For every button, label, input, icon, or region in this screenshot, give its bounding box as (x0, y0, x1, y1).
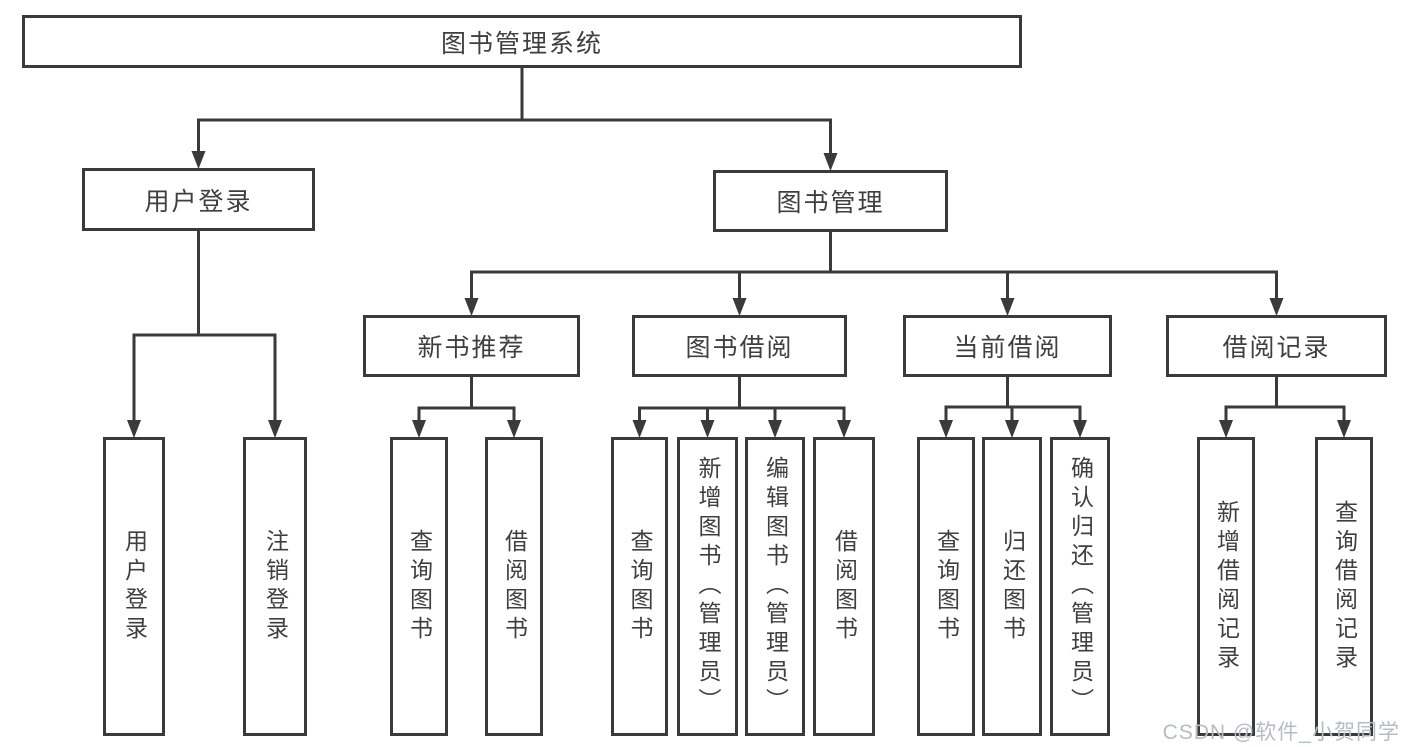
node-leaf-borrow-add: 新增图书（管理员） (677, 437, 738, 736)
node-book-mgmt: 图书管理 (713, 170, 948, 232)
node-borrow-records: 借阅记录 (1166, 315, 1387, 377)
watermark: CSDN @软件_小贺同学 (1162, 721, 1400, 744)
node-new-books: 新书推荐 (363, 315, 580, 377)
node-leaf-newbook-query: 查询图书 (390, 437, 448, 736)
node-leaf-borrow-lend: 借阅图书 (813, 437, 875, 736)
node-leaf-borrow-edit: 编辑图书（管理员） (745, 437, 805, 736)
node-leaf-logout: 注销登录 (243, 437, 307, 736)
node-leaf-current-query: 查询图书 (917, 437, 975, 736)
node-leaf-newbook-borrow: 借阅图书 (485, 437, 543, 736)
node-root: 图书管理系统 (22, 15, 1022, 68)
node-leaf-current-return: 归还图书 (982, 437, 1042, 736)
node-current-borrow: 当前借阅 (903, 315, 1112, 377)
node-user-login: 用户登录 (82, 168, 315, 231)
node-leaf-borrow-query: 查询图书 (611, 437, 668, 736)
node-leaf-user-login: 用户登录 (103, 437, 165, 736)
node-book-borrow: 图书借阅 (632, 315, 847, 377)
node-leaf-records-add: 新增借阅记录 (1197, 437, 1255, 736)
node-leaf-records-query: 查询借阅记录 (1315, 437, 1373, 736)
node-leaf-current-confirm: 确认归还（管理员） (1050, 437, 1110, 736)
